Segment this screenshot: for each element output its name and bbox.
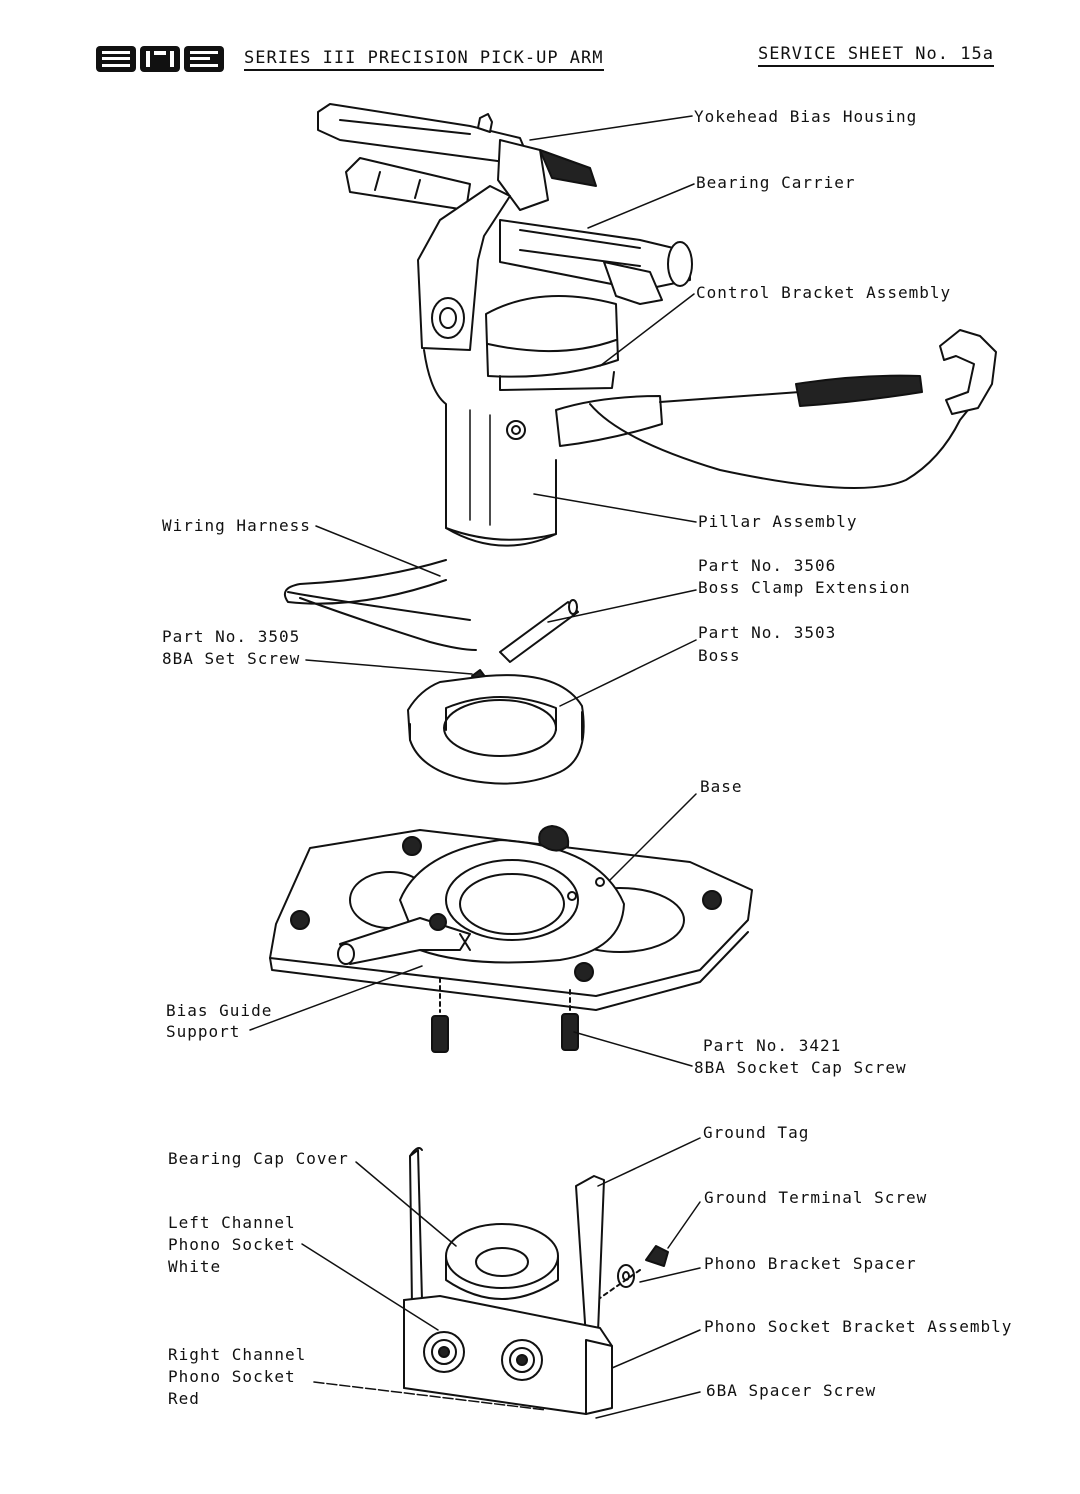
label-phono-bracket-spacer: Phono Bracket Spacer: [704, 1254, 917, 1273]
label-bias-guide: Bias Guide: [166, 1001, 273, 1020]
label-left-phono-socket: Phono Socket: [168, 1235, 296, 1254]
label-phono-socket-bracket-assembly: Phono Socket Bracket Assembly: [704, 1317, 1013, 1336]
leader-lines: [249, 115, 701, 1419]
label-ground-tag: Ground Tag: [703, 1123, 810, 1142]
label-part-3503-number: Part No. 3503: [698, 623, 837, 642]
bearing-cap-cover-drawing: [445, 1223, 559, 1300]
label-base: Base: [700, 777, 743, 796]
label-yokehead-bias-housing: Yokehead Bias Housing: [694, 107, 918, 126]
label-left-channel: Left Channel: [168, 1213, 296, 1232]
sme-logo: [96, 46, 224, 72]
label-left-white: White: [168, 1257, 222, 1276]
label-8ba-set-screw: 8BA Set Screw: [162, 649, 301, 668]
label-ground-terminal-screw: Ground Terminal Screw: [704, 1188, 928, 1207]
boss-clamp-extension-drawing: [499, 599, 579, 663]
label-control-bracket-assembly: Control Bracket Assembly: [696, 283, 952, 302]
label-right-channel: Right Channel: [168, 1345, 307, 1364]
socket-cap-screws-drawing: [431, 977, 579, 1053]
label-part-3506-number: Part No. 3506: [698, 556, 837, 575]
yokehead-bias-housing-drawing: [317, 103, 597, 211]
phono-socket-left: [423, 1331, 465, 1373]
label-pillar-assembly: Pillar Assembly: [698, 512, 858, 531]
label-boss: Boss: [698, 646, 741, 665]
ground-screw-and-spacer-drawing: [599, 1245, 669, 1299]
pillar-assembly-drawing: [423, 349, 663, 547]
control-bracket-drawing: [417, 185, 619, 391]
page-title: SERIES III PRECISION PICK-UP ARM: [244, 48, 604, 71]
label-bearing-carrier: Bearing Carrier: [696, 173, 856, 192]
lift-lever-and-cable-drawing: [589, 329, 997, 489]
label-part-3421-number: Part No. 3421: [703, 1036, 842, 1055]
wiring-harness-drawing: [284, 559, 477, 651]
label-part-3505-number: Part No. 3505: [162, 627, 301, 646]
label-bias-guide-support: Support: [166, 1022, 241, 1041]
label-6ba-spacer-screw: 6BA Spacer Screw: [706, 1381, 877, 1400]
label-right-red: Red: [168, 1389, 200, 1408]
label-wiring-harness: Wiring Harness: [162, 516, 311, 535]
boss-drawing: [407, 674, 585, 785]
phono-bracket-drawing: [403, 1147, 613, 1415]
bearing-carrier-drawing: [345, 157, 693, 305]
label-8ba-socket-cap-screw: 8BA Socket Cap Screw: [694, 1058, 907, 1077]
phono-socket-right: [501, 1339, 543, 1381]
bias-guide-support-drawing: [337, 913, 471, 965]
label-boss-clamp-extension: Boss Clamp Extension: [698, 578, 911, 597]
label-bearing-cap-cover: Bearing Cap Cover: [168, 1149, 349, 1168]
sheet-number: SERVICE SHEET No. 15a: [758, 44, 994, 67]
label-right-phono-socket: Phono Socket: [168, 1367, 296, 1386]
